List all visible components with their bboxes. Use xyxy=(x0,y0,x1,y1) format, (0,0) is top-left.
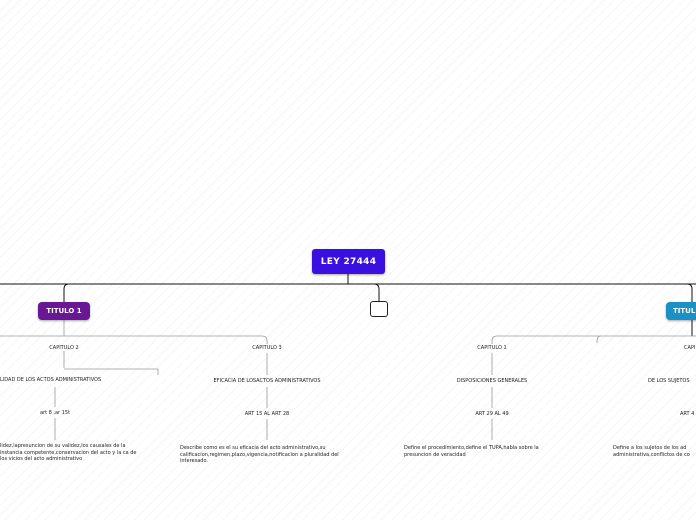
capitulo-2-description[interactable]: lidez,lapresuncion de su validez,los cau… xyxy=(0,443,137,462)
titulo-3-capitulo-1-description[interactable]: Define el procedimiento,define el TUPA,h… xyxy=(404,445,539,458)
titulo-3-topic[interactable]: TITUL xyxy=(666,302,696,320)
capitulo-3-articles[interactable]: ART 15 AL ART 28 xyxy=(244,411,290,417)
titulo-3-capitulo-next-subject[interactable]: DE LOS SUJETOS xyxy=(648,378,690,384)
titulo-1-topic[interactable]: TITULO 1 xyxy=(38,302,90,320)
capitulo-2-label[interactable]: CAPITULO 2 xyxy=(49,345,79,351)
titulo-3-capitulo-next-label[interactable]: CAPI xyxy=(684,345,696,351)
capitulo-3-label[interactable]: CAPITULO 3 xyxy=(252,345,282,351)
titulo-3-capitulo-next-description-text: Define a los sujetos de los ad administr… xyxy=(613,445,690,458)
capitulo-3-subject[interactable]: EFICACIA DE LOSACTOS ADMINISTRATIVOS xyxy=(213,378,321,384)
root-topic[interactable]: LEY 27444 xyxy=(312,249,385,274)
capitulo-3-description[interactable]: Describe como es el su eficacia del acto… xyxy=(180,445,339,464)
titulo-3-capitulo-1-subject[interactable]: DISPOSICIONES GENERALES xyxy=(456,378,528,384)
titulo-3-capitulo-1-label[interactable]: CAPITULO 1 xyxy=(477,345,507,351)
titulo-3-capitulo-next-description[interactable]: Define a los sujetos de los ad administr… xyxy=(613,445,696,459)
capitulo-2-subject[interactable]: LIDAD DE LOS ACTOS ADMINISTRATIVOS xyxy=(0,377,102,383)
titulo-3-capitulo-next-articles[interactable]: ART 4 xyxy=(680,411,695,417)
capitulo-2-articles[interactable]: art 8 ,ar 15t xyxy=(39,410,71,416)
empty-topic[interactable] xyxy=(370,301,388,317)
titulo-3-capitulo-1-articles[interactable]: ART 29 AL 49 xyxy=(475,411,509,417)
